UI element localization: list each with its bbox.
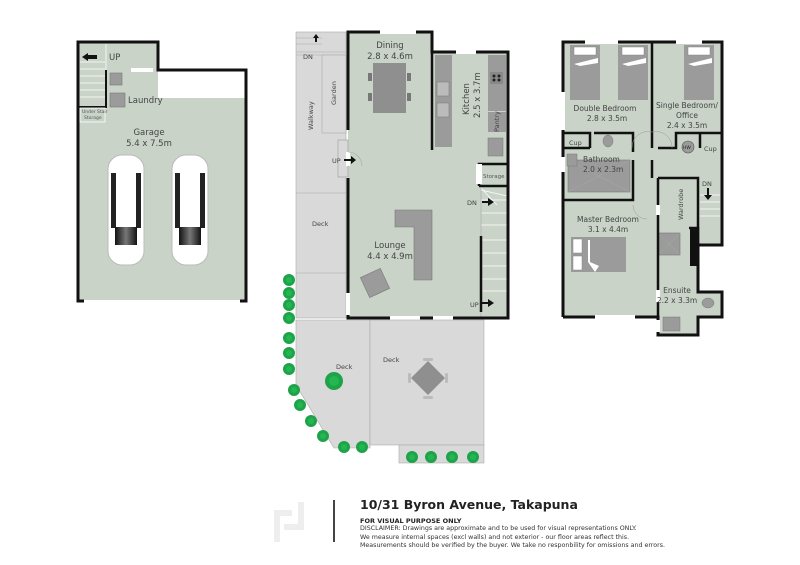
kitchen-label: Kitchen bbox=[462, 83, 472, 115]
master-bedroom-label: Master Bedroom bbox=[577, 215, 639, 224]
hot-water-label: HW bbox=[683, 145, 691, 151]
pantry-label: Pantry bbox=[493, 111, 501, 132]
car-icon bbox=[107, 154, 145, 266]
bed-icon bbox=[684, 45, 714, 100]
dining-dims: 2.8 x 4.6m bbox=[367, 52, 413, 62]
bed-icon bbox=[571, 237, 626, 272]
upper-dn-label: DN bbox=[702, 180, 712, 188]
garage-label: Garage bbox=[133, 128, 164, 138]
bed-icon bbox=[570, 45, 600, 100]
storage-label: Storage bbox=[483, 174, 505, 180]
bed-icon bbox=[618, 45, 648, 100]
garage-level: UP Laundry Under Stair Storage Garage 5.… bbox=[76, 40, 248, 303]
visual-purpose-notice: FOR VISUAL PURPOSE ONLY bbox=[360, 517, 462, 525]
deck-right-label: Deck bbox=[383, 356, 400, 364]
single-bedroom-label-2: Office bbox=[676, 111, 698, 120]
walkway-dn-label: DN bbox=[303, 53, 313, 61]
company-logo-icon bbox=[272, 502, 312, 546]
single-bedroom-label: Single Bedroom/ bbox=[656, 101, 718, 110]
walkway-label: Walkway bbox=[307, 101, 315, 130]
bathroom-dims: 2.0 x 2.3m bbox=[583, 165, 623, 174]
footer: 10/31 Byron Avenue, Takapuna FOR VISUAL … bbox=[360, 497, 780, 551]
entry-up-label: UP bbox=[332, 157, 341, 165]
under-stair-label-line2: Storage bbox=[84, 115, 102, 121]
master-bedroom-dims: 3.1 x 4.4m bbox=[588, 225, 628, 234]
property-address: 10/31 Byron Avenue, Takapuna bbox=[360, 497, 578, 512]
lounge-dims: 4.4 x 4.9m bbox=[367, 252, 413, 262]
side-deck-label: Deck bbox=[312, 220, 329, 228]
kitchen-dims: 2.5 x 3.7m bbox=[473, 72, 483, 118]
under-stair-label-line1: Under Stair bbox=[82, 109, 108, 115]
stair-dn-label: DN bbox=[467, 199, 477, 207]
laundry-label: Laundry bbox=[128, 96, 163, 106]
wardrobe-label: Wardrobe bbox=[677, 189, 685, 220]
disclaimer-line: DISCLAIMER: Drawings are approximate and… bbox=[360, 525, 637, 532]
shrub-icons bbox=[283, 274, 479, 463]
footer-divider bbox=[333, 500, 335, 542]
deck-left-label: Deck bbox=[336, 363, 353, 371]
double-bedroom-label: Double Bedroom bbox=[574, 104, 637, 113]
dining-label: Dining bbox=[376, 41, 403, 51]
main-level: DN Walkway Garden Deck Pantry bbox=[283, 30, 510, 464]
ensuite-label: Ensuite bbox=[663, 286, 691, 295]
single-bedroom-dims: 2.4 x 3.5m bbox=[667, 121, 707, 130]
garage-stair-up-label: UP bbox=[109, 53, 120, 63]
car-icon bbox=[171, 154, 209, 266]
garage-dims: 5.4 x 7.5m bbox=[126, 139, 172, 149]
disclaimer-line: Measurements should be verified by the b… bbox=[360, 542, 665, 550]
disclaimer-line: We measure internal spaces (excl walls) … bbox=[360, 533, 630, 541]
lounge-label: Lounge bbox=[374, 241, 405, 251]
cupboard-label-2: Cup bbox=[704, 145, 717, 153]
cupboard-label-1: Cup bbox=[569, 139, 582, 147]
garden-label: Garden bbox=[330, 81, 338, 105]
bathroom-label: Bathroom bbox=[583, 155, 620, 164]
upper-level: HW DN bbox=[561, 40, 724, 337]
stair-up-label: UP bbox=[470, 301, 479, 309]
double-bedroom-dims: 2.8 x 3.5m bbox=[587, 114, 627, 123]
ensuite-dims: 2.2 x 3.3m bbox=[657, 296, 697, 305]
